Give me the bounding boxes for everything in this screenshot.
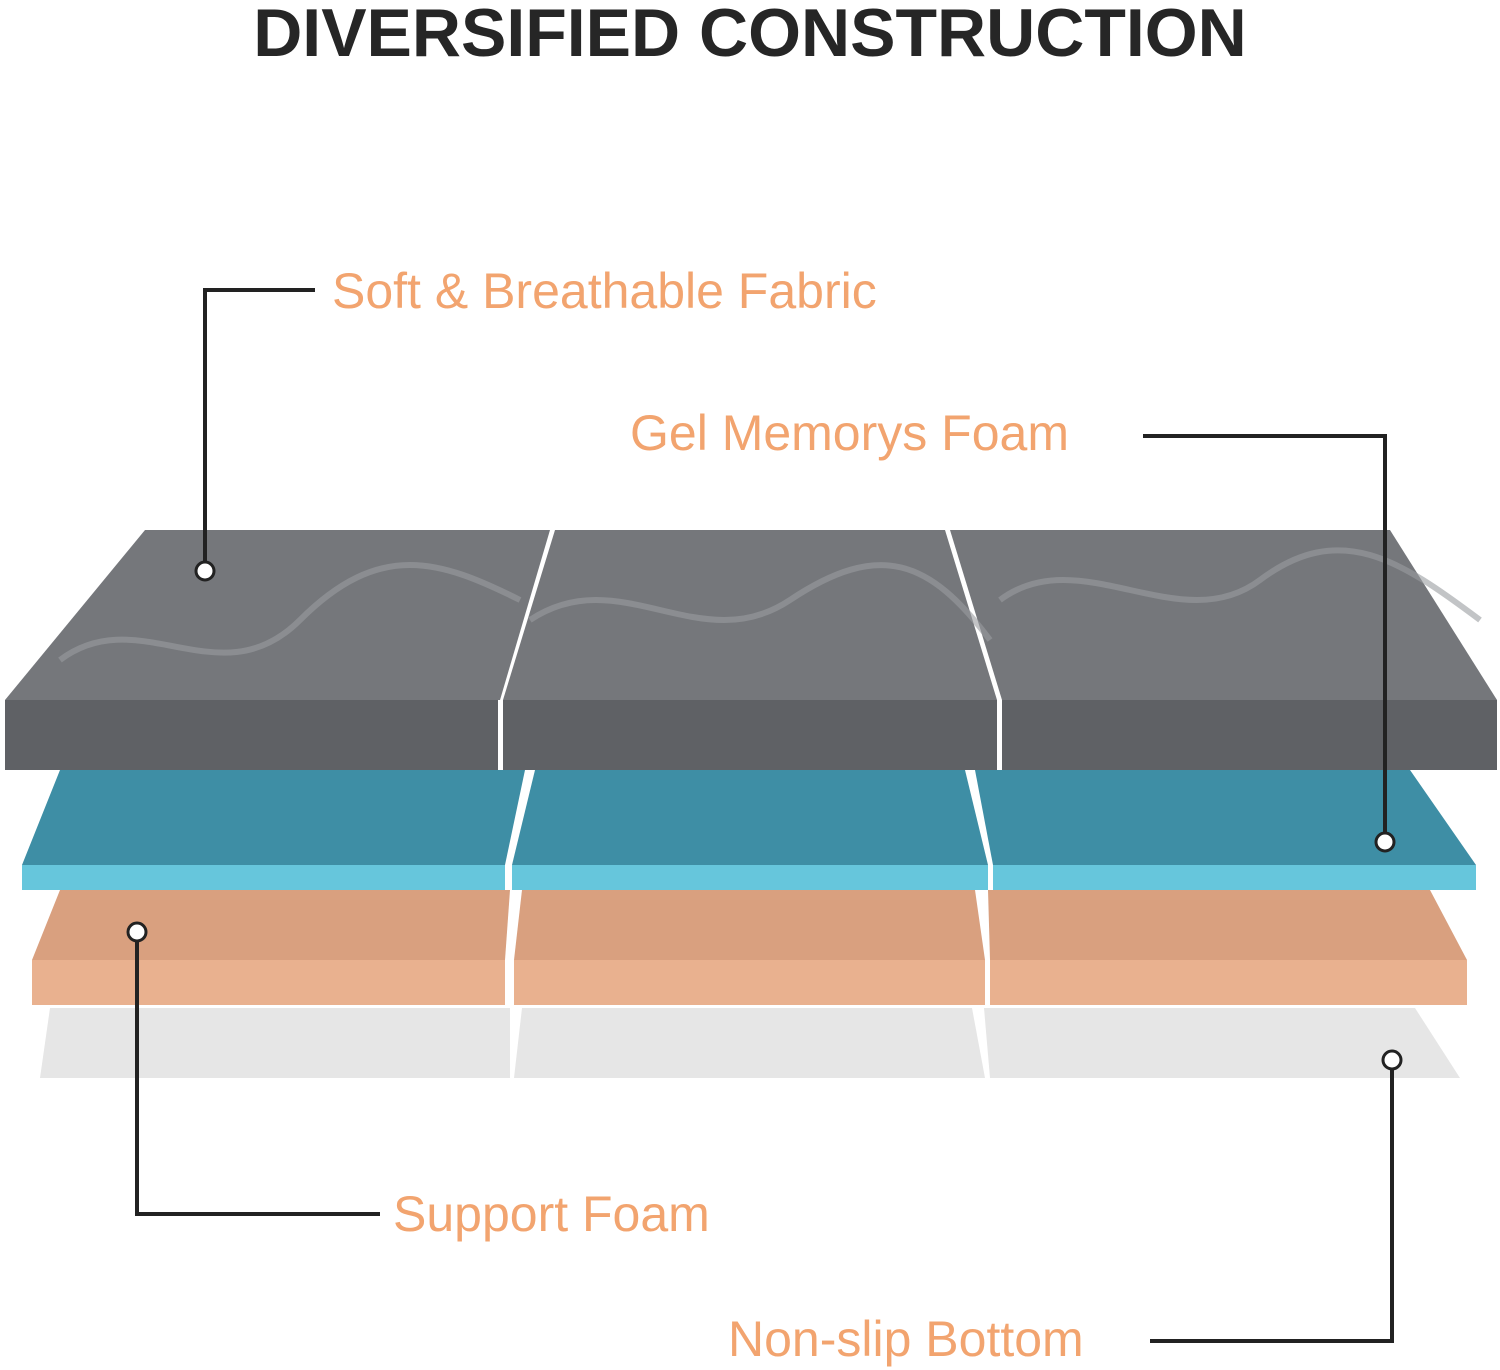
- leader-line-fabric: [203, 288, 315, 570]
- layer-non-slip-bottom: [40, 1008, 1460, 1078]
- marker-dot: [126, 921, 148, 943]
- layer-support-foam: [32, 890, 1467, 1005]
- leader-line-gel: [1143, 434, 1387, 842]
- marker-dot: [1381, 1049, 1403, 1071]
- layer-gel-memory-foam: [22, 770, 1476, 890]
- label-soft-fabric: Soft & Breathable Fabric: [332, 263, 877, 319]
- leader-line-support: [135, 932, 380, 1216]
- page-title: DIVERSIFIED CONSTRUCTION: [253, 0, 1247, 71]
- marker-dot: [194, 560, 216, 582]
- label-gel-memory-foam: Gel Memorys Foam: [630, 405, 1069, 461]
- leader-line-bottom: [1150, 1060, 1394, 1343]
- label-non-slip-bottom: Non-slip Bottom: [728, 1311, 1084, 1367]
- marker-dot: [1374, 831, 1396, 853]
- label-support-foam: Support Foam: [393, 1186, 710, 1242]
- layer-soft-fabric: [5, 530, 1497, 770]
